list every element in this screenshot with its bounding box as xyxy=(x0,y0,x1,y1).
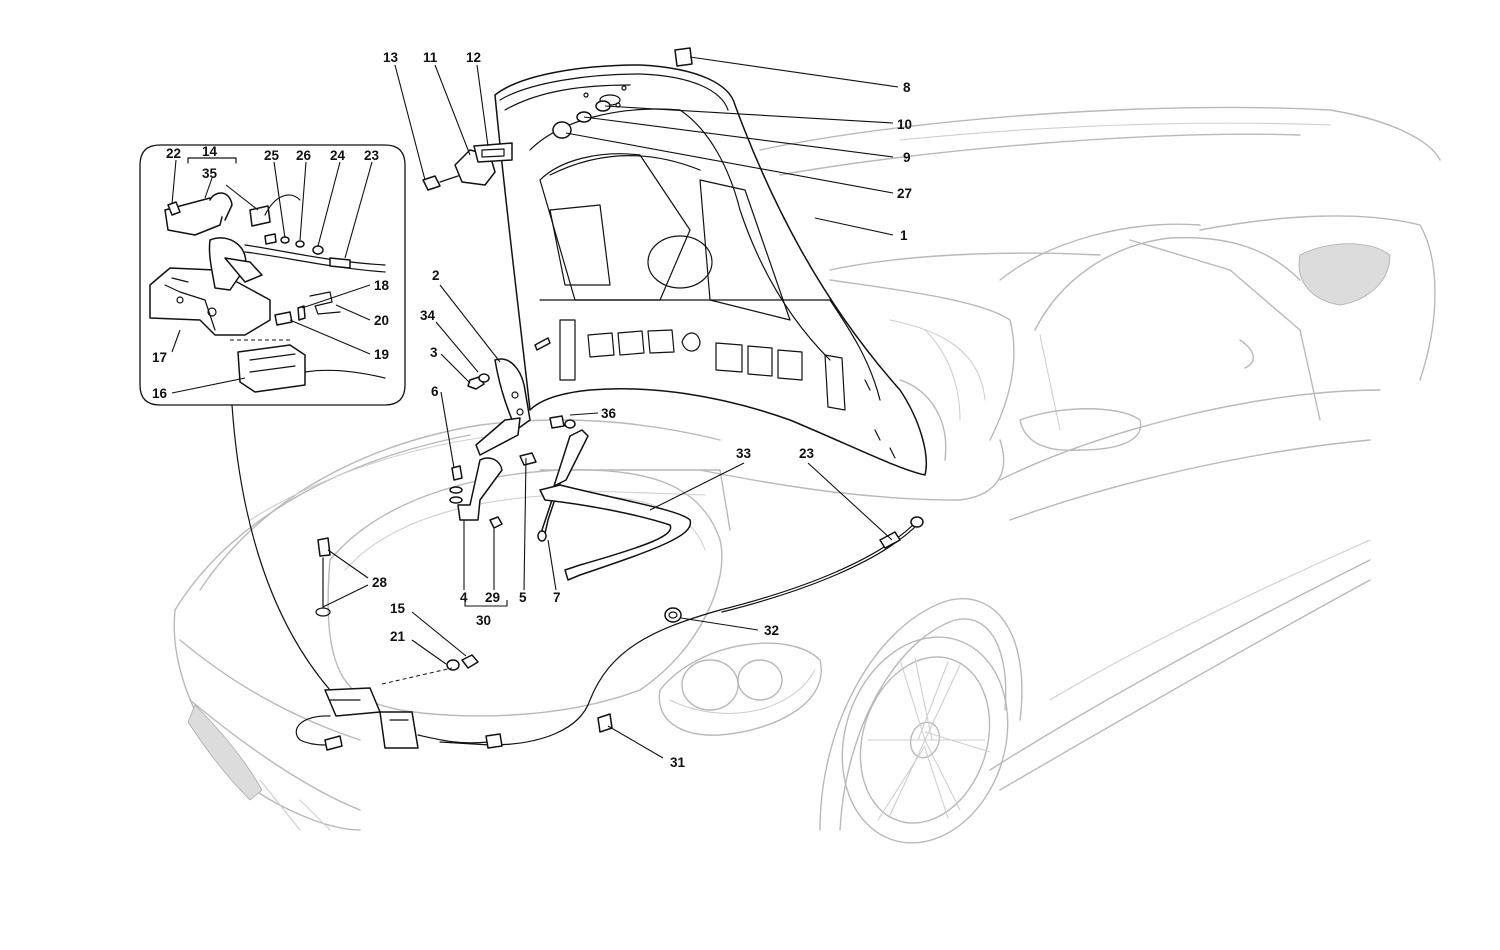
leader-lines xyxy=(171,56,899,759)
callout-9: 9 xyxy=(903,150,911,165)
callout-10: 10 xyxy=(897,117,912,132)
callout-22: 22 xyxy=(166,146,181,161)
callout-33: 33 xyxy=(736,446,752,461)
callout-4: 4 xyxy=(460,590,468,605)
hood-vents xyxy=(559,319,846,411)
callout-32: 32 xyxy=(764,623,779,638)
part-23-release-cable xyxy=(439,516,924,746)
callout-25: 25 xyxy=(264,148,280,163)
part-31-cable-clip xyxy=(597,713,613,733)
callout-27: 27 xyxy=(897,186,912,201)
callout-23-inset: 23 xyxy=(364,148,380,163)
part-9-10-27-bumpers xyxy=(552,100,611,139)
callout-3: 3 xyxy=(430,345,438,360)
part-28-rubber-buffer xyxy=(315,537,331,617)
part-36-ball-stud xyxy=(549,415,576,429)
callout-8: 8 xyxy=(903,80,911,95)
callout-17: 17 xyxy=(152,350,167,365)
front-grille-mesh xyxy=(187,704,263,801)
callout-15: 15 xyxy=(390,601,406,616)
callout-26: 26 xyxy=(296,148,312,163)
part-2-hood-hinge xyxy=(475,337,551,456)
part-8-hood-pad xyxy=(674,47,693,67)
callout-28: 28 xyxy=(372,575,388,590)
callout-21: 21 xyxy=(390,629,406,644)
callout-35: 35 xyxy=(202,166,218,181)
callout-18: 18 xyxy=(374,278,390,293)
callout-12: 12 xyxy=(466,50,481,65)
callout-1: 1 xyxy=(900,228,908,243)
callout-5: 5 xyxy=(519,590,527,605)
car-body-outline xyxy=(173,106,1441,844)
callout-6: 6 xyxy=(431,384,439,399)
callout-19: 19 xyxy=(374,347,389,362)
callout-20: 20 xyxy=(374,313,389,328)
part-11-hood-striker xyxy=(422,142,513,191)
callout-14: 14 xyxy=(202,144,218,159)
part-33-hood-seal xyxy=(539,484,692,581)
callout-labels: 1 8 10 9 27 13 11 12 2 34 3 6 36 33 23 4… xyxy=(152,50,912,770)
part-15-21-bolt-washer xyxy=(446,654,479,671)
callout-16: 16 xyxy=(152,386,168,401)
callout-31: 31 xyxy=(670,755,686,770)
callout-29: 29 xyxy=(485,590,500,605)
inset-connector xyxy=(231,404,331,691)
front-wheel xyxy=(841,636,1009,844)
callout-34: 34 xyxy=(420,308,436,323)
callout-24: 24 xyxy=(330,148,346,163)
callout-36: 36 xyxy=(601,406,617,421)
headlight xyxy=(658,642,822,736)
hood-assembly xyxy=(494,64,927,476)
part-30-strut-bracket xyxy=(449,457,503,529)
callout-23: 23 xyxy=(799,446,815,461)
side-intake-mesh xyxy=(1298,243,1391,306)
part-3-34-nuts xyxy=(467,373,490,390)
callout-30: 30 xyxy=(476,613,491,628)
callout-13: 13 xyxy=(383,50,399,65)
inset-detail xyxy=(139,144,406,406)
part-5-bolt xyxy=(519,452,537,466)
hood-lock-installed xyxy=(295,667,503,751)
callout-11: 11 xyxy=(423,50,438,65)
callout-2: 2 xyxy=(432,268,440,283)
part-32-grommet xyxy=(664,607,682,623)
callout-7: 7 xyxy=(553,590,561,605)
